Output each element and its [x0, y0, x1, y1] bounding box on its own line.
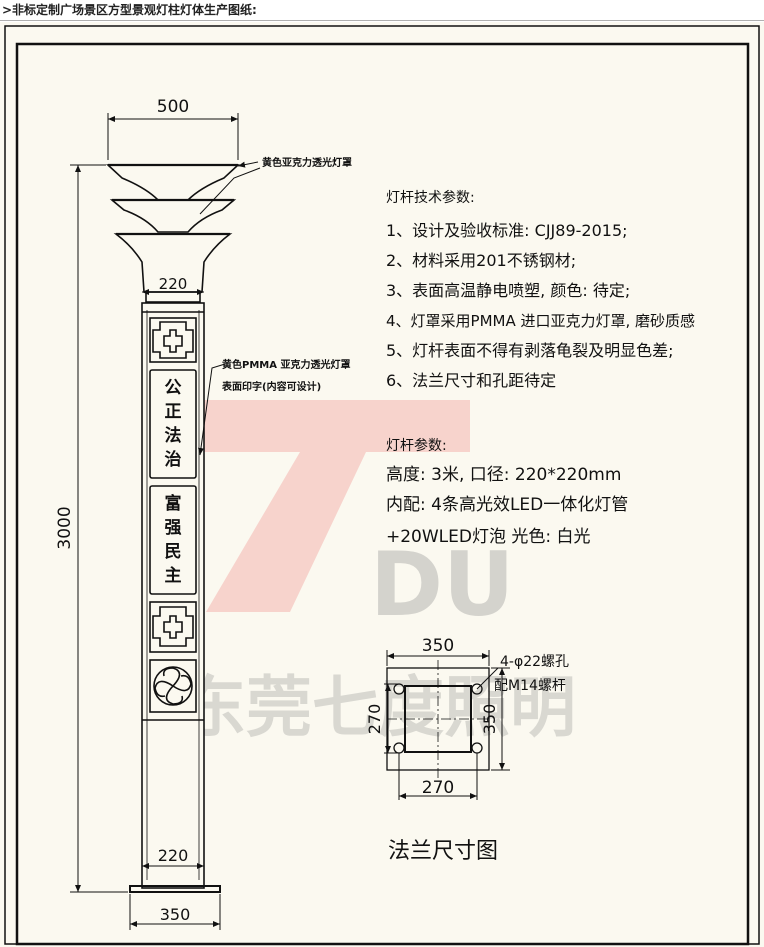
upper-ornament	[149, 317, 197, 363]
lower-ornament	[149, 601, 197, 653]
panel-char: 法	[165, 425, 182, 446]
sheet-background	[0, 22, 764, 947]
panel-char: 主	[165, 565, 182, 586]
pole-shaft	[141, 302, 205, 889]
tech-spec-item: 4、灯罩采用PMMA 进口亚克力灯罩, 磨砂质感	[386, 312, 695, 330]
callout-panel-line1: 黄色PMMA 亚克力透光灯罩	[222, 358, 350, 371]
dim-height	[70, 164, 128, 893]
pole-spec-item: +20WLED灯泡 光色: 白光	[386, 527, 591, 547]
header-divider	[0, 20, 764, 21]
text-panel-upper	[149, 369, 197, 479]
tech-spec-block: 灯杆技术参数: 1、设计及验收标准: CJJ89-2015; 2、材料采用201…	[386, 189, 695, 390]
callout-panel-line2: 表面印字(内容可设计)	[221, 380, 321, 393]
flange-dimensions	[384, 650, 510, 800]
panel-char: 治	[165, 449, 182, 470]
swirl-emblem-icon	[149, 659, 197, 713]
dim-label-top-width: 500	[157, 97, 189, 117]
pole-spec-item: 内配: 4条高光效LED一体化灯管	[386, 495, 628, 515]
panel-char: 民	[165, 542, 182, 562]
watermark-du: DU	[370, 533, 515, 636]
panel-char: 富	[165, 493, 182, 514]
tech-spec-item: 3、表面高温静电喷塑, 颜色: 待定;	[386, 281, 630, 300]
watermark-company: 东莞七度照明	[180, 669, 576, 746]
tech-spec-item: 1、设计及验收标准: CJJ89-2015;	[386, 221, 628, 240]
tech-spec-item: 2、材料采用201不锈钢材;	[386, 251, 576, 270]
watermark-logo: DU 东莞七度照明	[180, 400, 576, 746]
watermark-seven	[190, 400, 470, 612]
page-header: >非标定制广场景区方型景观灯柱灯体生产图纸:	[2, 3, 257, 17]
flange-bolt-note: 配M14螺杆	[494, 678, 566, 694]
pole-base-plate	[129, 885, 221, 893]
dim-top-width	[107, 113, 239, 160]
panel-characters: 公 正 法 治 富 强 民 主	[165, 378, 182, 586]
panel-char: 公	[165, 378, 182, 398]
callout-leaders	[197, 161, 261, 456]
tech-spec-title: 灯杆技术参数:	[386, 189, 475, 206]
pole-spec-item: 高度: 3米, 口径: 220*220mm	[386, 465, 621, 485]
drawing-sheet: DU 东莞七度照明	[0, 22, 764, 947]
tech-spec-item: 5、灯杆表面不得有剥落龟裂及明显色差;	[386, 341, 674, 360]
panel-char: 正	[165, 402, 182, 422]
flange-dim-left: 270	[365, 704, 384, 735]
dim-label-shaft-bottom: 220	[158, 846, 189, 865]
dim-label-base-width: 350	[160, 905, 191, 924]
flange-hole	[471, 683, 483, 695]
tech-spec-item: 6、法兰尺寸和孔距待定	[386, 371, 556, 390]
flange-hole-note: 4-φ22螺孔	[500, 654, 569, 670]
flange-dim-right: 350	[480, 704, 499, 735]
dim-base-width	[129, 894, 221, 930]
panel-char: 强	[165, 518, 182, 538]
callout-lamp-cover: 黄色亚克力透光灯罩	[262, 156, 352, 169]
flange-dim-bottom: 270	[422, 778, 454, 798]
pole-spec-block: 灯杆参数: 高度: 3米, 口径: 220*220mm 内配: 4条高光效LED…	[386, 437, 628, 547]
dim-label-height: 3000	[55, 506, 75, 549]
dim-label-shaft-top: 220	[159, 275, 188, 293]
flange-dim-top: 350	[422, 636, 454, 656]
sheet-frame-inner	[15, 42, 750, 946]
text-panel-lower	[149, 485, 197, 595]
flange-caption: 法兰尺寸图	[388, 839, 498, 864]
pole-spec-title: 灯杆参数:	[386, 437, 447, 454]
